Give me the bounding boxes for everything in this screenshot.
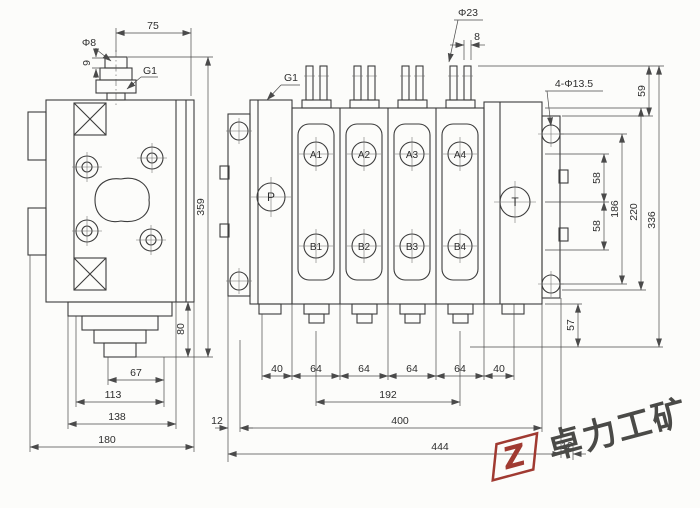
port-a1-label: A1 — [310, 150, 323, 161]
dim-192-label: 192 — [379, 389, 397, 401]
dim-58a-label: 58 — [591, 172, 603, 184]
dim-64a-label: 64 — [310, 363, 322, 375]
port-p-label: P — [267, 190, 275, 204]
dim-80-label: 80 — [175, 323, 187, 335]
port-a4-label: A4 — [454, 150, 467, 161]
port-a2-label: A2 — [358, 150, 371, 161]
port-g1-label: G1 — [143, 65, 157, 77]
dim-40a-label: 40 — [271, 363, 283, 375]
left-view-dimensions: 75 Φ8 9 G1 359 80 67 113 138 180 — [29, 20, 213, 452]
port-b4-label: B4 — [454, 242, 467, 253]
watermark-text: 卓力工矿 — [543, 392, 692, 468]
dim-64c-label: 64 — [406, 363, 418, 375]
bottom-steps — [67, 301, 173, 358]
bolt-bosses — [72, 143, 167, 255]
watermark-logo-z: Z — [499, 437, 531, 477]
dim-8-label: 8 — [474, 31, 480, 43]
extension-lines — [227, 40, 664, 462]
dim-phi23-label: Φ23 — [458, 7, 478, 19]
dim-186-label: 186 — [609, 200, 621, 218]
port-g1-label-front: G1 — [284, 72, 298, 84]
port-b3-label: B3 — [406, 242, 419, 253]
dim-12a-label: 12 — [211, 415, 223, 427]
dim-138-label: 138 — [108, 411, 126, 423]
dim-59-label: 59 — [636, 85, 648, 97]
spool-cap-studs — [301, 65, 476, 109]
dim-220-label: 220 — [628, 203, 640, 221]
dim-57-label: 57 — [565, 319, 577, 331]
port-b2-label: B2 — [358, 242, 371, 253]
dim-64d-label: 64 — [454, 363, 466, 375]
dim-336-label: 336 — [646, 211, 658, 229]
machined-pad-bottom — [73, 257, 107, 291]
valve-sections — [297, 123, 479, 281]
dim-444-label: 444 — [431, 441, 449, 453]
dim-40b-label: 40 — [493, 363, 505, 375]
dim-75-label: 75 — [147, 20, 159, 32]
top-port-fitting — [95, 50, 137, 106]
port-b1-label: B1 — [310, 242, 323, 253]
dim-113-label: 113 — [105, 389, 122, 401]
bottom-port-stubs — [258, 303, 525, 324]
mounting-holes — [226, 118, 564, 297]
port-a3-label: A3 — [406, 150, 419, 161]
dim-9-label: 9 — [81, 60, 93, 66]
watermark-logo-frame — [491, 431, 539, 483]
left-view-body — [27, 50, 195, 358]
center-cavity-outline — [94, 177, 150, 223]
dim-180-label: 180 — [98, 434, 116, 446]
front-view-dimensions: G1 Φ23 8 4-Φ13.5 59 58 58 186 220 336 57… — [211, 7, 664, 462]
dim-67-label: 67 — [130, 367, 142, 379]
port-t-label: T — [511, 195, 519, 209]
dim-58b-label: 58 — [591, 220, 603, 232]
dim-12b-label: 12 — [561, 440, 573, 452]
dim-359-label: 359 — [195, 198, 207, 216]
dim-phi8-label: Φ8 — [82, 37, 96, 49]
dim-64b-label: 64 — [358, 363, 370, 375]
dim-holes-label: 4-Φ13.5 — [555, 78, 593, 90]
dim-400-label: 400 — [391, 415, 409, 427]
port-labels: P T A1 A2 A3 A4 B1 B2 B3 B4 — [267, 150, 519, 253]
machined-pad-top — [73, 102, 107, 136]
watermark: Z 卓力工矿 — [491, 392, 693, 483]
